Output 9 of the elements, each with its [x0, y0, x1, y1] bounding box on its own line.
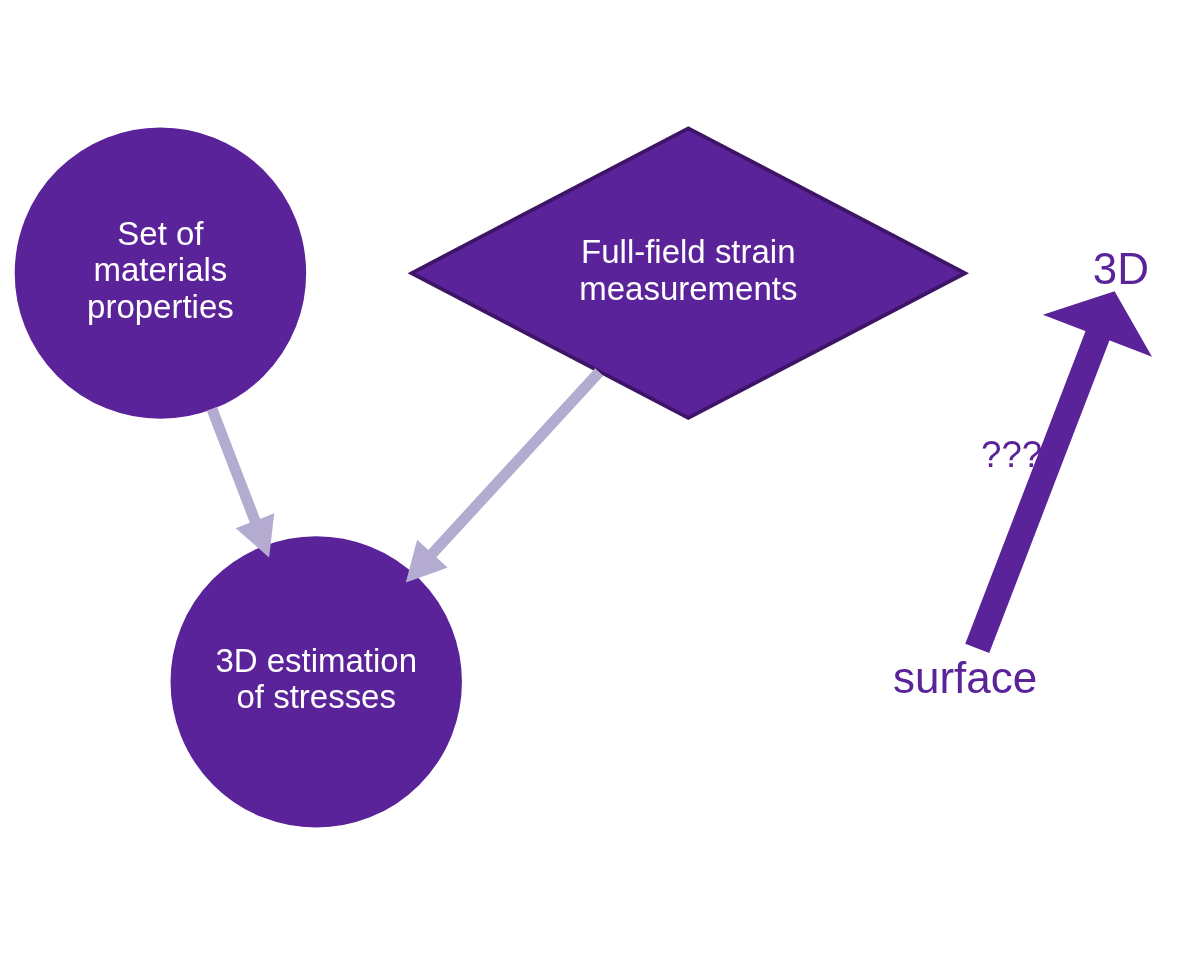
node-diamond: Full-field strain measurements — [407, 125, 970, 420]
edge-label: ??? — [981, 433, 1043, 475]
arrow — [405, 367, 604, 583]
node-circle: 3D estimation of stresses — [170, 535, 462, 828]
node-text: surface — [892, 652, 1038, 702]
arrow — [206, 406, 275, 557]
arrow — [965, 290, 1152, 653]
node-circle: Set of materials properties — [14, 126, 307, 419]
node-text: 3D — [1092, 244, 1149, 293]
